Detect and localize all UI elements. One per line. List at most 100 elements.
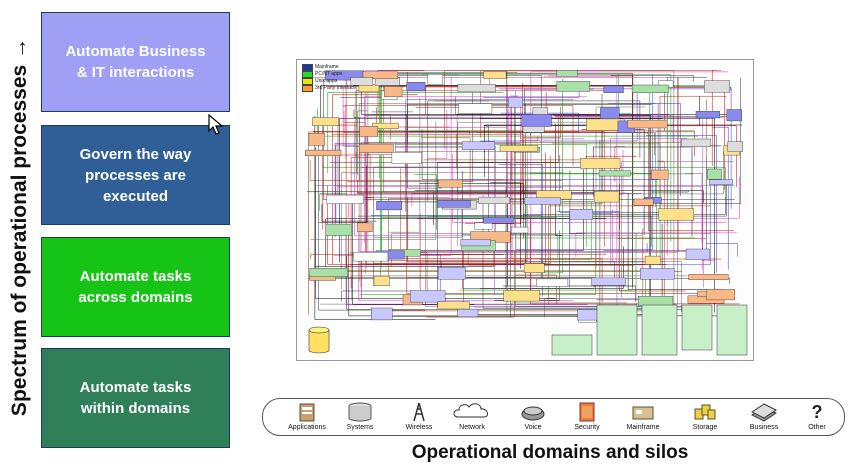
voice-icon xyxy=(521,406,545,421)
connection-line xyxy=(425,181,603,307)
process-box-business-it: Automate Business & IT interactions xyxy=(41,12,230,112)
connection-line xyxy=(645,135,717,273)
connection-line xyxy=(341,172,564,290)
domains-bar: Applications Systems Wireless Network Vo… xyxy=(262,398,845,436)
system-node xyxy=(695,111,720,119)
system-node xyxy=(309,267,348,277)
connection-line xyxy=(711,70,715,166)
legend-label: Unix apps xyxy=(315,78,338,84)
mouse-cursor-icon xyxy=(208,114,224,135)
connection-line xyxy=(350,157,405,289)
connection-line xyxy=(467,253,496,266)
connection-line xyxy=(706,243,738,257)
connection-line xyxy=(555,123,563,236)
connection-line xyxy=(612,210,613,262)
system-node xyxy=(438,179,463,188)
legend-item: 3rd Party Interface xyxy=(302,85,356,92)
legend-item: PC/NT apps xyxy=(302,71,356,78)
system-node xyxy=(373,275,390,287)
connection-line xyxy=(619,184,686,292)
connection-line xyxy=(343,110,519,133)
connection-line xyxy=(312,131,605,247)
connection-line xyxy=(498,164,543,297)
connection-line xyxy=(372,114,391,140)
system-node xyxy=(707,168,722,180)
system-node xyxy=(372,122,399,129)
system-node xyxy=(325,223,352,236)
connection-line xyxy=(407,71,442,189)
connection-line xyxy=(319,150,624,195)
system-node xyxy=(510,226,529,234)
connection-line xyxy=(610,75,694,82)
process-box-label: Automate tasks across domains xyxy=(78,268,193,306)
system-node xyxy=(326,194,364,204)
connection-line xyxy=(434,100,641,158)
process-box-label: Govern the way processes are executed xyxy=(79,145,192,205)
system-node xyxy=(556,81,590,92)
connection-line xyxy=(479,118,715,313)
connection-line xyxy=(426,251,515,318)
connection-line xyxy=(427,216,652,247)
domain-applications: Applications xyxy=(283,401,331,431)
connection-line xyxy=(417,176,740,219)
domain-wireless: Wireless xyxy=(395,401,443,431)
security-icon xyxy=(579,402,595,422)
connection-line xyxy=(320,85,647,126)
legend-swatch xyxy=(302,85,313,92)
connection-line xyxy=(505,187,564,289)
system-node xyxy=(591,277,626,286)
storage-icon xyxy=(694,404,716,420)
connection-line xyxy=(452,153,727,223)
legend-swatch xyxy=(302,64,313,71)
connection-line xyxy=(635,233,711,317)
wireless-icon xyxy=(413,402,425,422)
system-node xyxy=(627,119,668,129)
connection-line xyxy=(425,86,564,116)
connection-line xyxy=(394,243,648,253)
diagram-legend: Mainframe PC/NT apps Unix apps 3rd Party… xyxy=(302,64,356,92)
connection-line xyxy=(321,204,377,222)
connection-line xyxy=(564,261,615,278)
connection-line xyxy=(575,232,737,258)
connection-line xyxy=(486,126,489,252)
domain-label: Wireless xyxy=(405,424,433,431)
system-node xyxy=(633,198,654,206)
legend-item: Unix apps xyxy=(302,78,356,85)
domain-voice: Voice xyxy=(509,401,557,431)
system-node xyxy=(312,117,339,126)
connection-line xyxy=(610,138,687,266)
connection-line xyxy=(309,159,563,181)
connection-line xyxy=(371,207,542,216)
connection-line xyxy=(427,109,448,159)
connection-line xyxy=(459,103,659,180)
system-node xyxy=(376,200,403,211)
connection-line xyxy=(374,152,546,264)
process-box-within-domains: Automate tasks within domains xyxy=(41,348,230,448)
connection-line xyxy=(437,162,582,308)
process-box-govern: Govern the way processes are executed xyxy=(41,125,230,225)
system-node xyxy=(640,268,675,280)
connection-line xyxy=(354,121,642,237)
connection-line xyxy=(667,86,732,91)
systems-icon xyxy=(348,402,372,422)
mainframe-icon xyxy=(632,406,654,420)
network-icon xyxy=(453,403,489,418)
detail-block xyxy=(716,304,748,356)
system-node xyxy=(474,222,493,230)
connection-line xyxy=(308,131,579,315)
system-node xyxy=(598,170,631,177)
connection-line xyxy=(618,74,632,114)
connection-line xyxy=(712,126,729,270)
connection-line xyxy=(345,105,574,167)
system-node xyxy=(359,125,378,137)
database-icon xyxy=(308,326,330,354)
system-node xyxy=(357,222,373,232)
system-node xyxy=(458,103,493,114)
system-node xyxy=(651,169,669,180)
connection-line xyxy=(456,133,471,169)
connection-line xyxy=(355,90,619,157)
connection-line xyxy=(559,155,683,213)
connection-line xyxy=(515,274,557,304)
system-node xyxy=(704,80,730,93)
connection-line xyxy=(352,202,475,305)
